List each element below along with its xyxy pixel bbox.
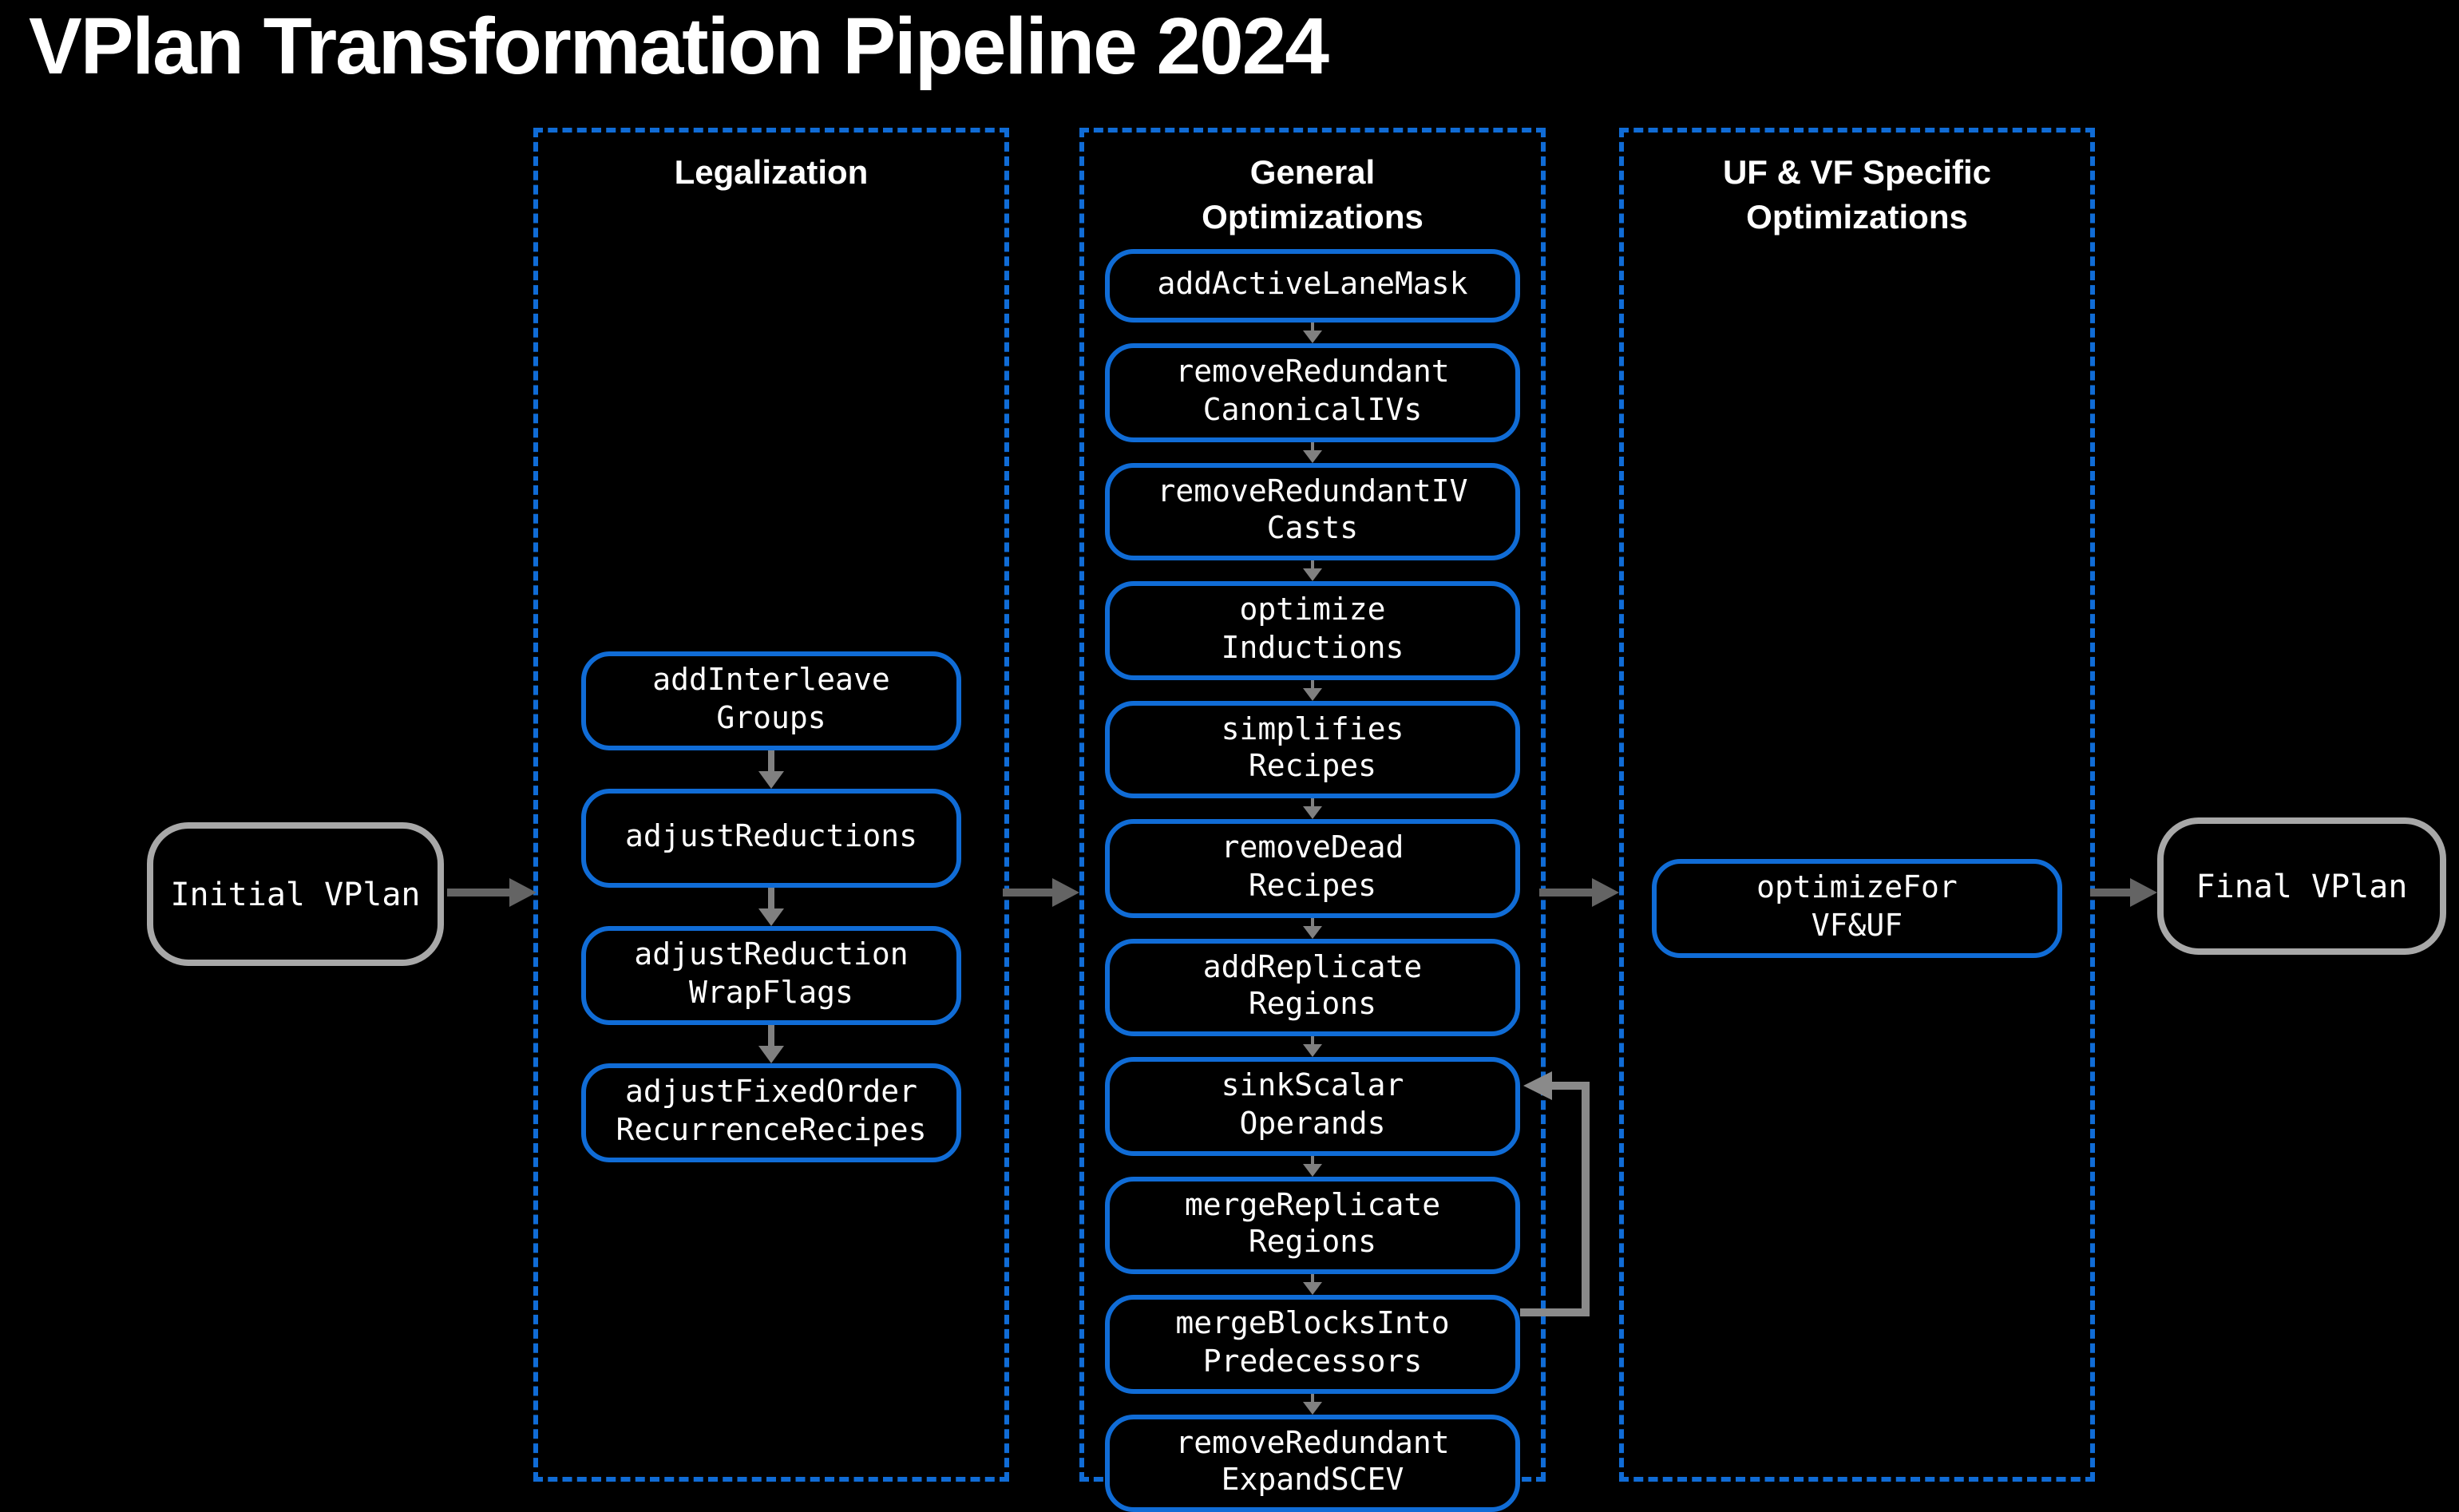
node-mergeReplicateRegions: mergeReplicate Regions	[1105, 1176, 1520, 1274]
final-vplan-node: Final VPlan	[2157, 817, 2446, 955]
node-adjustReductionWrapFlags: adjustReduction WrapFlags	[581, 926, 961, 1025]
arrow-down	[1105, 1036, 1520, 1057]
arrow-general-to-ufvf	[1539, 878, 1619, 907]
container-legalization: Legalization addInterleave Groups adjustR…	[533, 128, 1009, 1482]
page-title: VPlan Transformation Pipeline 2024	[29, 2, 1329, 91]
arrow-down	[1105, 560, 1520, 581]
node-optimizeInductions: optimize Inductions	[1105, 581, 1520, 679]
node-removeDeadRecipes: removeDead Recipes	[1105, 819, 1520, 917]
arrow-initial-to-legalization	[447, 878, 537, 907]
node-stack-ufvf-optimizations: optimizeFor VF&UF	[1652, 859, 2062, 957]
node-removeRedundantCanonicalIVs: removeRedundant CanonicalIVs	[1105, 343, 1520, 441]
arrow-down	[1105, 441, 1520, 462]
node-adjustReductions: adjustReductions	[581, 789, 961, 888]
initial-vplan-node: Initial VPlan	[147, 822, 444, 966]
arrow-down	[581, 1025, 961, 1063]
arrow-down	[1105, 1155, 1520, 1176]
arrow-down	[1105, 798, 1520, 819]
arrow-ufvf-to-final	[2090, 878, 2157, 907]
arrow-legalization-to-general	[1003, 878, 1079, 907]
arrow-down	[1105, 1393, 1520, 1414]
node-removeRedundantExpandSCEV: removeRedundant ExpandSCEV	[1105, 1414, 1520, 1512]
node-adjustFixedOrderRecurrenceRecipes: adjustFixedOrder RecurrenceRecipes	[581, 1063, 961, 1162]
node-removeRedundantIVCasts: removeRedundantIV Casts	[1105, 462, 1520, 560]
node-sinkScalarOperands: sinkScalar Operands	[1105, 1057, 1520, 1155]
node-stack-legalization: addInterleave Groups adjustReductions adju…	[581, 651, 961, 1162]
container-ufvf-optimizations: UF & VF Specific Optimizations optimizeF…	[1619, 128, 2095, 1482]
arrow-down	[581, 888, 961, 926]
column-title-legalization: Legalization	[674, 155, 869, 192]
node-addReplicateRegions: addReplicate Regions	[1105, 938, 1520, 1036]
node-simplifiesRecipes: simplifies Recipes	[1105, 700, 1520, 798]
node-addActiveLaneMask: addActiveLaneMask	[1105, 249, 1520, 323]
arrow-down	[1105, 917, 1520, 938]
arrow-down	[581, 750, 961, 789]
node-stack-general-optimizations: addActiveLaneMask removeRedundant Canonic…	[1105, 249, 1520, 1512]
column-title-general-optimizations: General Optimizations	[1202, 155, 1424, 237]
node-optimizeForVFUF: optimizeFor VF&UF	[1652, 859, 2062, 957]
arrow-down	[1105, 323, 1520, 343]
node-mergeBlocksIntoPredecessors: mergeBlocksInto Predecessors	[1105, 1295, 1520, 1393]
arrow-down	[1105, 679, 1520, 700]
column-title-ufvf-optimizations: UF & VF Specific Optimizations	[1722, 155, 1992, 237]
arrow-down	[1105, 1274, 1520, 1295]
container-general-optimizations: General Optimizations addActiveLaneMask r…	[1079, 128, 1546, 1512]
node-addInterleaveGroups: addInterleave Groups	[581, 651, 961, 750]
